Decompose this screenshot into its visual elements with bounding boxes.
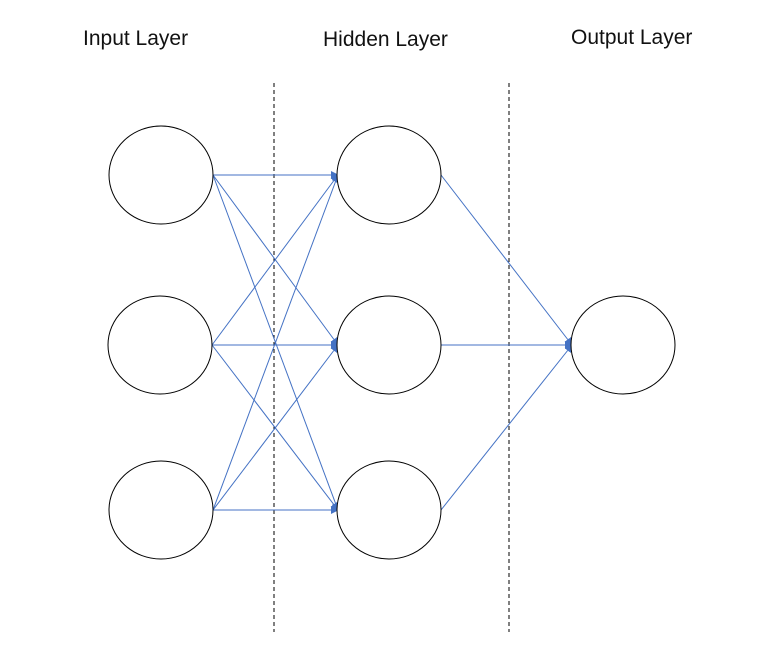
hidden-node-2 — [336, 295, 442, 395]
edge-h1-o1 — [440, 174, 573, 346]
edge-i2-h1 — [211, 174, 339, 346]
input-node-2 — [107, 295, 213, 395]
input-node-1 — [108, 125, 214, 225]
edge-i3-h2 — [212, 344, 339, 511]
input-hidden-connections — [211, 171, 340, 514]
input-node-3 — [108, 460, 214, 560]
output-layer-label: Output Layer — [571, 26, 693, 49]
hidden-node-3 — [336, 460, 442, 560]
input-layer-label: Input Layer — [83, 27, 189, 50]
hidden-output-connections — [440, 174, 573, 511]
edge-i3-h1 — [212, 174, 340, 511]
hidden-node-1 — [336, 125, 442, 225]
output-node-1 — [570, 295, 676, 395]
hidden-layer-label: Hidden Layer — [323, 28, 448, 51]
edge-h3-o1 — [440, 344, 573, 511]
